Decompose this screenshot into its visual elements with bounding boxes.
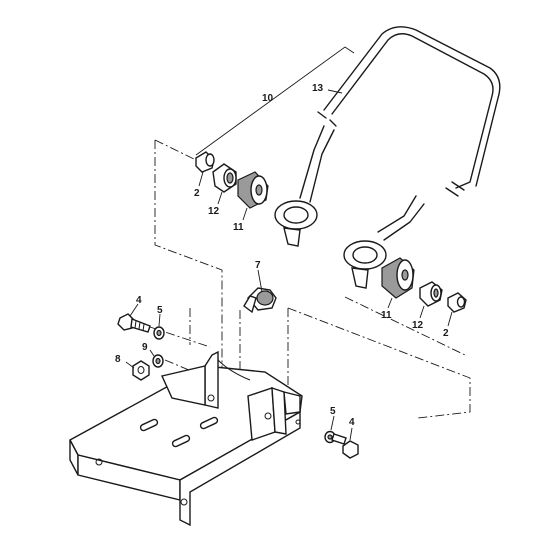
label-part-5-left: 5 bbox=[157, 305, 163, 316]
handle-bar bbox=[274, 26, 501, 289]
left-fasteners bbox=[117, 303, 165, 381]
label-part-11-right: 11 bbox=[381, 310, 392, 321]
base-frame bbox=[69, 350, 303, 527]
label-part-2-left: 2 bbox=[194, 188, 200, 199]
label-part-2-right: 2 bbox=[443, 328, 449, 339]
right-bushing-set bbox=[381, 257, 467, 327]
right-fasteners bbox=[324, 415, 359, 459]
part-number-labels: 2 12 11 10 13 7 4 5 9 8 11 12 2 5 4 bbox=[115, 83, 449, 428]
label-part-4-right: 4 bbox=[349, 417, 355, 428]
label-part-9: 9 bbox=[142, 342, 148, 353]
leader-lines-top bbox=[195, 46, 355, 156]
label-part-8: 8 bbox=[115, 354, 121, 365]
label-part-10: 10 bbox=[262, 93, 274, 104]
label-part-13: 13 bbox=[312, 83, 324, 94]
label-part-4-left: 4 bbox=[136, 295, 142, 306]
left-bushing-set bbox=[195, 151, 269, 221]
rubber-mount bbox=[243, 269, 277, 314]
label-part-12-left: 12 bbox=[208, 206, 220, 217]
label-part-5-right: 5 bbox=[330, 406, 336, 417]
label-part-12-right: 12 bbox=[412, 320, 424, 331]
label-part-7: 7 bbox=[255, 260, 261, 271]
label-part-11-left: 11 bbox=[233, 222, 244, 233]
